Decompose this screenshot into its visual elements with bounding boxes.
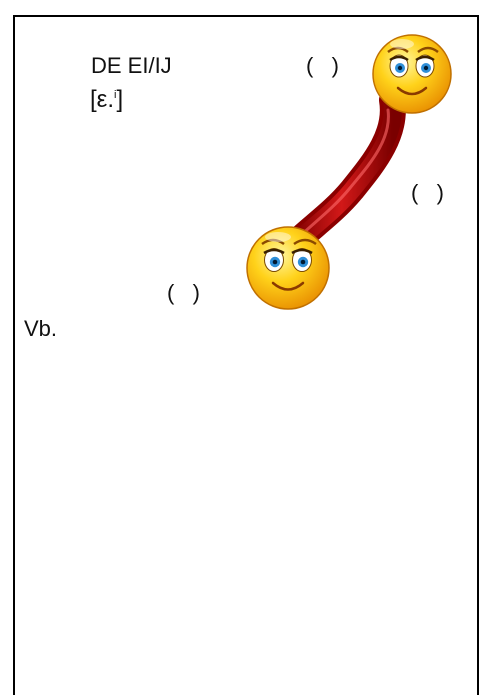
- slide-frame: [13, 15, 479, 695]
- blank-parentheses-top: ( ): [306, 53, 339, 78]
- phonetic-close: ]: [116, 86, 124, 113]
- phonetic-open: [ε.: [90, 86, 115, 113]
- blank-parentheses-middle: ( ): [411, 180, 444, 205]
- vb-label: Vb.: [24, 316, 58, 341]
- phonetic-notation: [ε.i]: [90, 88, 123, 112]
- phonetic-superscript: i: [114, 89, 117, 101]
- slide-title: DE EI/IJ: [91, 53, 172, 78]
- blank-parentheses-bottom: ( ): [167, 280, 200, 305]
